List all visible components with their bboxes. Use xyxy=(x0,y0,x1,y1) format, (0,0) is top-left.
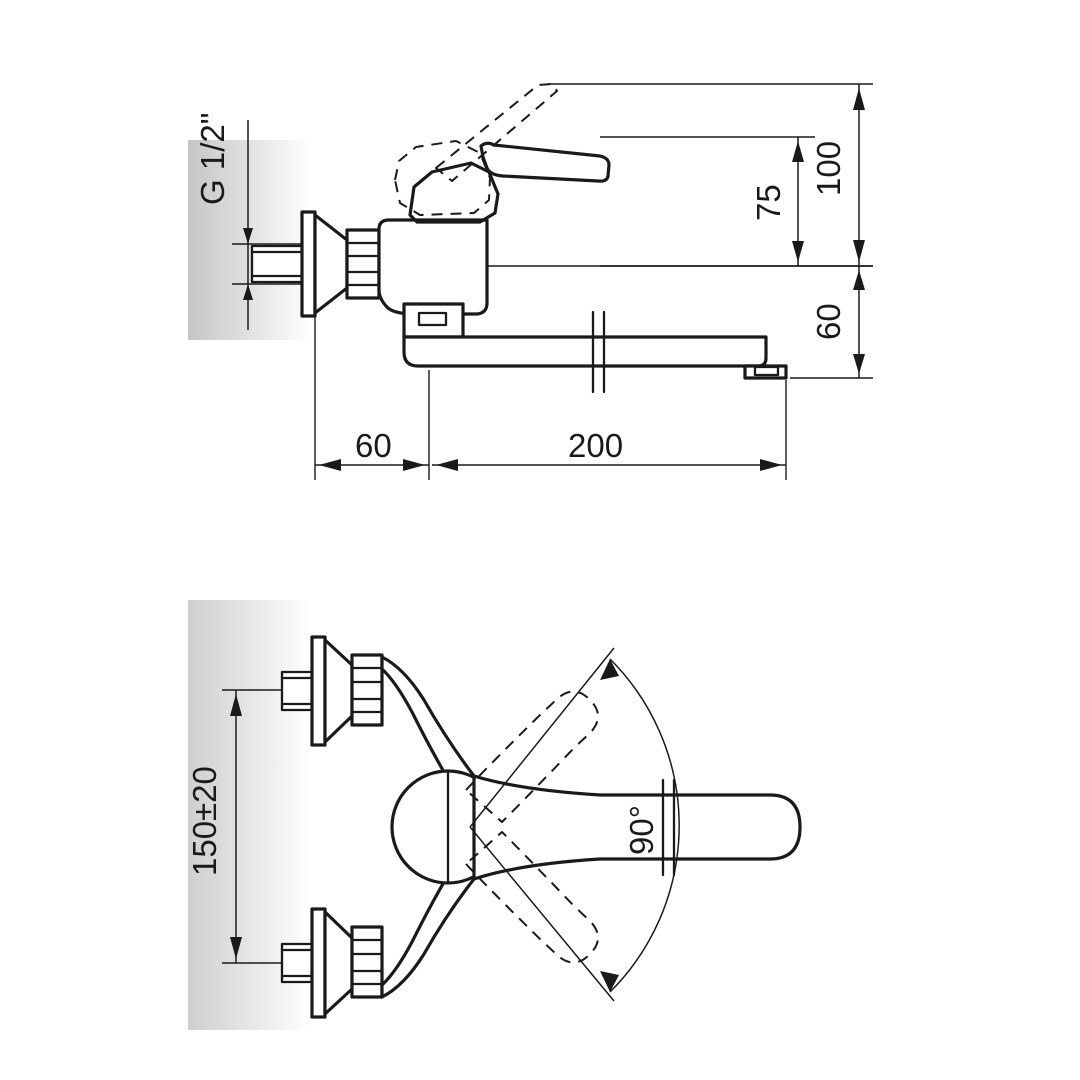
lever-handle-side xyxy=(479,141,611,183)
spout-arm-side xyxy=(402,335,768,368)
dimension-height-60: 60 xyxy=(600,265,873,379)
dimension-width-200: 200 xyxy=(432,380,787,480)
mixer-body-side xyxy=(377,218,489,316)
inlet-assembly-upper-plan xyxy=(280,635,384,747)
escutcheon-cone-side xyxy=(300,210,349,318)
plan-view: 150±20 xyxy=(186,600,802,1030)
dimension-height-100: 100 xyxy=(548,83,873,266)
dimension-label-60-vertical: 60 xyxy=(810,303,847,340)
spout-break-mark xyxy=(591,310,606,394)
spout-arm-plan xyxy=(472,774,802,881)
dimension-label-200: 200 xyxy=(568,427,623,464)
lever-handle-raised-hidden xyxy=(435,83,558,182)
cartridge-raised-hidden-outline xyxy=(394,140,491,216)
spout-break-mark-plan xyxy=(661,778,676,877)
dimension-label-90deg: 90° xyxy=(623,805,660,855)
dimension-width-60: 60 xyxy=(314,316,430,480)
inlet-assembly-lower-plan xyxy=(280,907,384,1019)
spout-rotated-down-hidden xyxy=(465,831,599,964)
connection-nut-side xyxy=(345,228,381,300)
dimension-label-thread: G 1/2" xyxy=(194,113,231,205)
inlet-nipple-side xyxy=(250,244,304,284)
swivel-angle-indicator: 90° xyxy=(469,647,680,1002)
spout-rotated-up-hidden xyxy=(465,690,599,823)
cartridge-cap-side xyxy=(408,161,500,224)
dimension-height-75: 75 xyxy=(600,136,815,266)
dimension-label-100: 100 xyxy=(810,141,847,196)
spout-neck-side xyxy=(402,302,465,339)
dimension-spacing-150: 150±20 xyxy=(186,689,320,964)
dimension-label-150pm20: 150±20 xyxy=(186,766,223,876)
side-elevation-view: G 1/2" xyxy=(188,83,873,480)
spout-aerator-side xyxy=(743,364,788,380)
dimension-label-75: 75 xyxy=(750,184,787,221)
dimension-thread-g12: G 1/2" xyxy=(194,113,310,330)
dimension-label-60-horizontal: 60 xyxy=(355,427,392,464)
